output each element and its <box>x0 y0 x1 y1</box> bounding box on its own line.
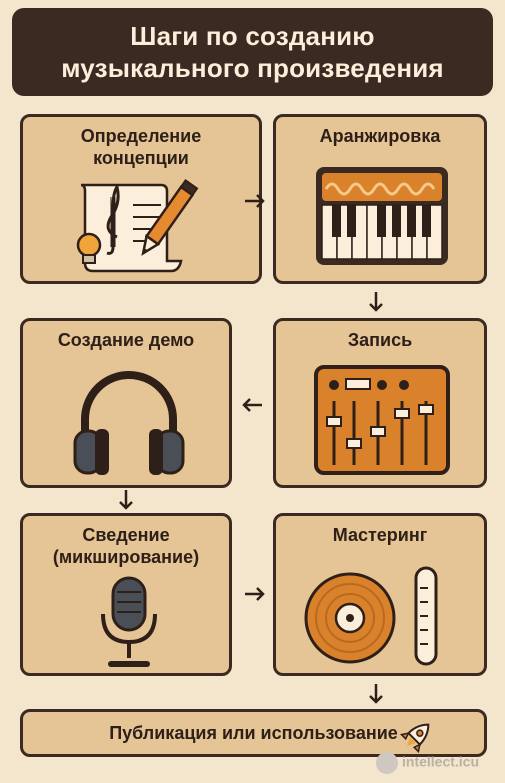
headphones-icon <box>73 371 185 475</box>
step-concept-card: Определение концепции <box>20 114 262 284</box>
step-mixing-card: Сведение (микширование) <box>20 513 232 676</box>
step-arrangement-title: Аранжировка <box>319 126 441 146</box>
arrow-left-icon <box>242 398 262 412</box>
page-title: Шаги по созданию музыкального произведен… <box>12 8 493 96</box>
step-mixing-title-line-1: Сведение <box>82 525 170 545</box>
arrow-down-icon <box>369 684 383 704</box>
arrow-down-icon <box>369 292 383 312</box>
step-arrangement-card: Аранжировка <box>273 114 487 284</box>
step-concept-title: Определение концепции <box>23 125 259 169</box>
step-recording-title: Запись <box>347 330 413 350</box>
step-publication-title: Публикация или использование <box>109 723 398 743</box>
arrow-right-icon <box>245 194 265 208</box>
mixing-console-icon <box>314 365 450 475</box>
rocket-icon <box>399 723 430 754</box>
piano-keyboard-icon <box>316 167 448 265</box>
step-mastering-card: Мастеринг <box>273 513 487 676</box>
step-concept-title-line-1: Определение <box>80 126 202 146</box>
arrow-down-icon <box>119 490 133 510</box>
step-mixing-title: Сведение (микширование) <box>23 524 229 568</box>
microphone-icon <box>101 576 157 667</box>
vinyl-record-icon <box>304 566 438 666</box>
watermark-logo-icon <box>376 752 398 774</box>
page-title-line-1: Шаги по созданию <box>130 21 375 51</box>
score-pencil-bulb-icon <box>76 179 199 273</box>
step-recording-card: Запись <box>273 318 487 488</box>
arrow-right-icon <box>245 587 265 601</box>
step-demo-title: Создание демо <box>57 330 195 350</box>
watermark: intellect.icu <box>376 752 505 780</box>
step-mastering-title: Мастеринг <box>332 525 428 545</box>
watermark-text: intellect.icu <box>402 753 480 770</box>
step-demo-card: Создание демо <box>20 318 232 488</box>
step-publication-card: Публикация или использование <box>20 709 487 757</box>
step-concept-title-line-2: концепции <box>93 148 189 168</box>
step-mixing-title-line-2: (микширование) <box>52 547 200 567</box>
page-title-line-2: музыкального произведения <box>61 53 444 83</box>
